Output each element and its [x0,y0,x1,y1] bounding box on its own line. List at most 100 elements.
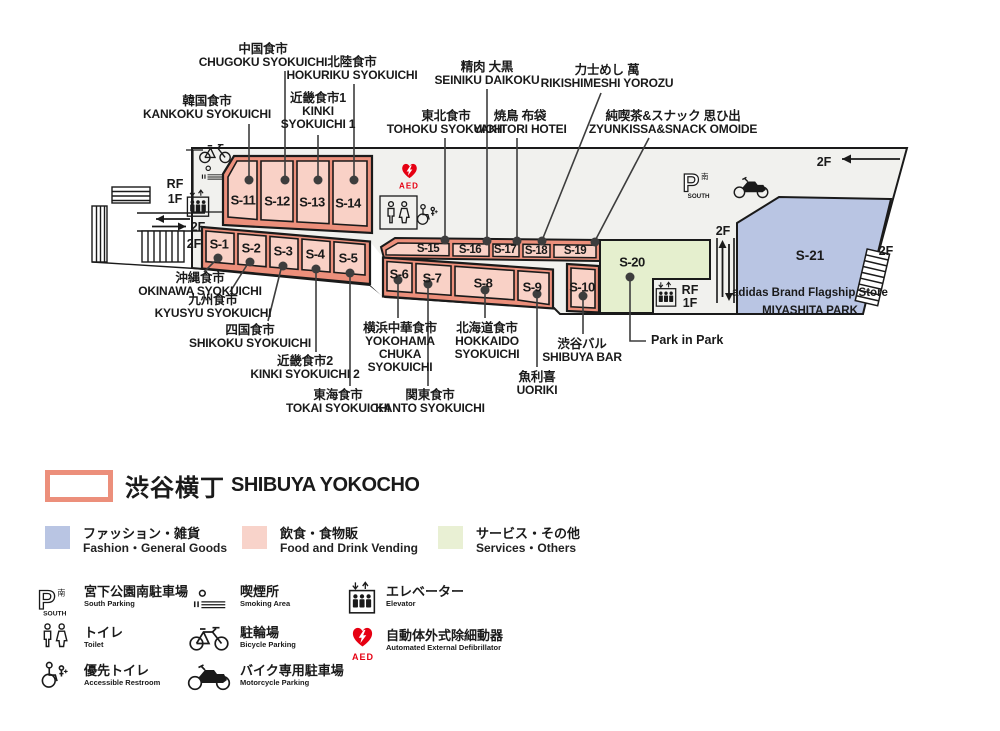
stall-id-s11: S-11 [230,192,256,208]
label-chugoku-ja: 中国食市 [238,42,288,56]
aed-legend-caption: AED [351,652,375,662]
stall-id-s8: S-8 [473,275,493,291]
map-title-en: SHIBUYA YOKOCHO [231,474,420,496]
label-yokohama-en: YOKOHAMA CHUKA SYOKUICHI [365,334,435,374]
corridor-arrow-right [178,222,186,231]
label-yakitori-en: YAKITORI HOTEI [473,122,567,136]
west-stairs-and-corridor [91,186,205,270]
stall-id-s16: S-16 [458,244,482,256]
floor-mark-rf-s20: RF [681,283,699,297]
label-kinki2-ja: 近畿食市2 [277,354,333,368]
stall-s11 [227,160,258,221]
walkway-gap [370,241,383,297]
escalator-down-arrowhead [725,293,733,301]
stall-s13 [296,160,330,225]
stall-dots [213,175,635,301]
aed-icon [352,627,373,647]
stall-s9 [517,269,550,306]
label-uoriki-en: UORIKI [516,383,558,397]
floor-mark-2f-corridor: 2F [190,220,206,234]
floor-map-canvas: P 南 SOUTH [91,71,909,386]
label-kanto-ja: 関東食市 [405,388,455,402]
facility-parking-en: South Parking [84,599,135,608]
label-kanto-en: KANTO SYOKUICHI [375,401,485,415]
stall-s10 [570,267,596,309]
category-food-ja: 飲食・食物販 [280,526,359,541]
label-shibuya-bar-en: SHIBUYA BAR [542,350,622,364]
stall-s16 [452,242,490,258]
stall-id-s21: S-21 [795,248,825,263]
label-kyusyu-ja: 九州食市 [188,293,238,307]
label-okinawa-en: OKINAWA SYOKUICHI [138,284,262,298]
restroom-zone-outline [379,195,418,230]
floor-mark-1f-west: 1F [167,192,183,206]
label-connectors [203,71,650,386]
stall-id-s10: S-10 [569,279,595,295]
facility-toilet-ja: トイレ [84,625,124,640]
label-tokai-en: TOKAI SYOKUICHI [285,401,391,415]
accessible-icon [41,661,68,688]
label-park-in-park: Park in Park [651,333,724,347]
facility-accessible-en: Accessible Restroom [84,678,161,687]
label-zyunkissa-en: ZYUNKISSA&SNACK OMOIDE [588,122,758,136]
stall-s4 [301,238,331,273]
label-uoriki-ja: 魚利喜 [518,370,556,384]
stall-s5 [333,240,366,276]
label-yakitori-ja: 焼鳥 布袋 [493,109,547,123]
map-title-ja: 渋谷横丁 [125,475,225,502]
stall-id-s7: S-7 [422,270,442,286]
stall-id-s19: S-19 [563,245,587,257]
toilet-icon [43,623,68,648]
parking-south-icon [37,584,68,618]
label-tohoku-ja: 東北食市 [421,109,471,123]
category-food-en: Food and Drink Vending [280,541,418,555]
stall-id-s15: S-15 [416,243,440,255]
stall-id-s18: S-18 [524,245,548,257]
stall-id-s17: S-17 [493,244,517,256]
stall-s17 [492,243,520,258]
escalator-2f [716,238,735,303]
north-2f-arrowhead [842,154,851,164]
stall-id-s2: S-2 [241,240,261,256]
label-hokuriku-en: HOKURIKU SYOKUICHI [286,68,418,82]
stall-s8 [454,265,515,301]
corridor-arrow-left [156,215,164,223]
label-seiniku-en: SEINIKU DAIKOKU [434,73,540,87]
facility-toilet-en: Toilet [84,640,104,649]
floor-mark-2f-north: 2F [816,155,832,169]
floor-mark-2f-stairs-west: 2F [186,237,202,251]
label-yokohama-ja: 横浜中華食市 [363,321,437,335]
label-kankoku-ja: 韓国食市 [182,94,232,108]
stall-s21-name: adidas Brand Flagship Store MIYASHITA PA… [732,287,888,317]
escalator-up-arrowhead [718,240,727,248]
east-stairs [854,248,891,307]
label-rikishimeshi-en: RIKISHIMESHI YOROZU [540,76,674,90]
facility-motorcycle-en: Motorcycle Parking [240,678,310,687]
label-kinki2-en: KINKI SYOKUICHI 2 [250,367,360,381]
stall-block-s10 [565,262,601,314]
icon-nook-outline [186,149,223,213]
